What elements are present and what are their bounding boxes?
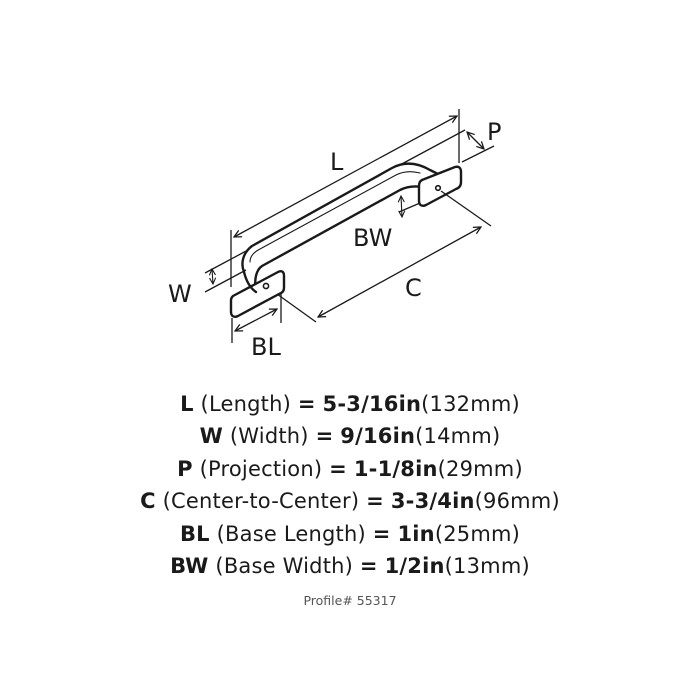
spec-equals: = — [315, 424, 334, 449]
spec-width: W (Width) = 9/16in(14mm) — [0, 420, 700, 452]
spec-name: (Base Length) — [216, 521, 366, 546]
label-W: W — [168, 280, 192, 308]
spec-inch-value: 1in — [397, 521, 435, 546]
spec-projection: P (Projection) = 1-1/8in(29mm) — [0, 453, 700, 485]
spec-name: (Projection) — [199, 456, 323, 481]
spec-base-width: BW (Base Width) = 1/2in(13mm) — [0, 550, 700, 582]
spec-name: (Base Width) — [215, 553, 354, 578]
dimension-lines — [204, 109, 495, 343]
spec-inch-value: 9/16in — [340, 424, 416, 449]
spec-inch-value: 1/2in — [384, 553, 445, 578]
spec-equals: = — [297, 392, 316, 416]
spec-inch-value: 3-3/4in — [390, 489, 475, 514]
label-P: P — [487, 118, 501, 146]
spec-mm-value: (25mm) — [434, 521, 521, 546]
spec-mm-value: (132mm) — [421, 392, 520, 416]
spec-mm-value: (14mm) — [415, 424, 501, 449]
profile-number: Profile# 55317 — [303, 593, 397, 608]
spec-center-to-center: C (Center-to-Center) = 3-3/4in(96mm) — [0, 485, 700, 517]
spec-name: (Length) — [200, 392, 291, 416]
spec-inch-value: 5-3/16in — [322, 392, 422, 416]
spec-code: BW — [170, 553, 209, 578]
label-BW: BW — [353, 224, 392, 252]
spec-name: (Center-to-Center) — [162, 489, 360, 514]
label-C: C — [405, 274, 422, 302]
spec-code: C — [140, 489, 156, 514]
spec-equals: = — [359, 553, 378, 578]
spec-base-length: BL (Base Length) = 1in(25mm) — [0, 518, 700, 550]
spec-name: (Width) — [229, 424, 309, 449]
label-BL: BL — [251, 333, 281, 361]
handle-dimension-diagram: L P BW C W BL — [168, 109, 501, 361]
spec-code: BL — [179, 521, 210, 546]
spec-mm-value: (96mm) — [474, 489, 560, 514]
spec-code: P — [177, 456, 193, 481]
spec-code: L — [180, 392, 194, 416]
spec-inch-value: 1-1/8in — [353, 456, 438, 481]
spec-equals: = — [372, 521, 391, 546]
dimension-specs: L (Length) = 5-3/16in(132mm) W (Width) =… — [0, 388, 700, 582]
spec-code: W — [199, 424, 223, 449]
spec-length: L (Length) = 5-3/16in(132mm) — [0, 388, 700, 420]
spec-mm-value: (13mm) — [444, 553, 530, 578]
label-L: L — [330, 148, 344, 176]
handle-illustration — [229, 162, 463, 318]
spec-mm-value: (29mm) — [437, 456, 523, 481]
spec-equals: = — [329, 456, 347, 481]
spec-equals: = — [366, 489, 384, 514]
